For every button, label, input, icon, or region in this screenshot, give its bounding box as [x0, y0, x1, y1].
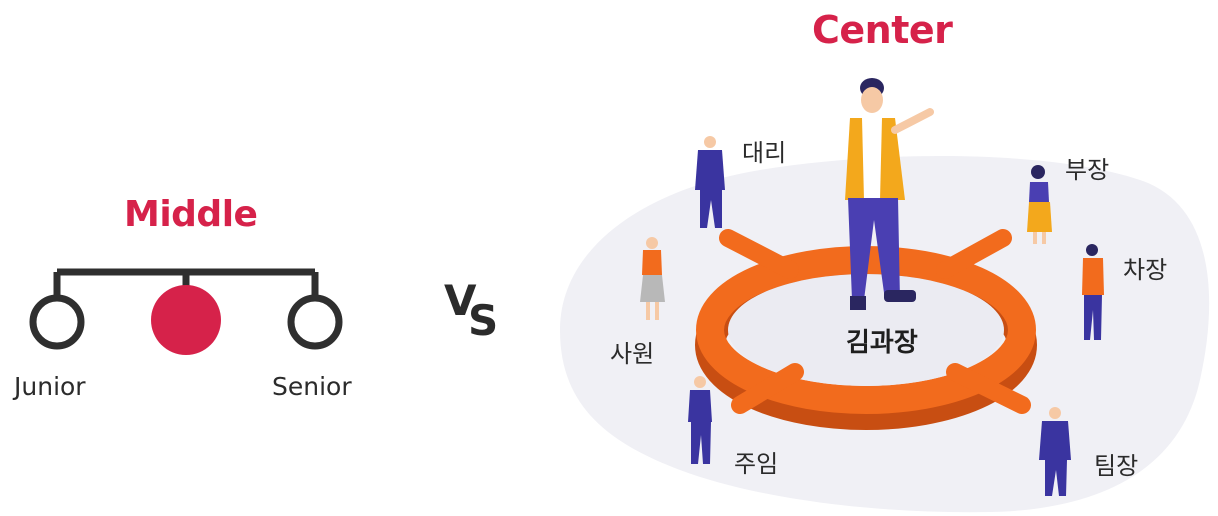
figure-timjang — [1039, 407, 1071, 496]
rank-daeri: 대리 — [742, 139, 787, 167]
figure-bujang — [1027, 165, 1052, 244]
orange-ring — [695, 229, 1037, 430]
middle-title: Middle — [124, 194, 258, 235]
figure-sawon — [640, 237, 665, 320]
rank-chajang: 차장 — [1123, 256, 1168, 284]
rank-timjang: 팀장 — [1094, 452, 1139, 480]
figure-daeri — [695, 136, 725, 228]
figure-chajang — [1082, 244, 1104, 340]
center-label: 김과장 — [846, 328, 918, 358]
rank-bujang: 부장 — [1065, 156, 1110, 184]
vs-s: S — [468, 296, 499, 345]
manager-figure — [845, 78, 934, 310]
senior-label: Senior — [272, 372, 352, 401]
figure-juim — [688, 376, 712, 464]
junior-label: Junior — [14, 372, 86, 401]
center-title: Center — [812, 8, 953, 52]
rank-sawon: 사원 — [610, 340, 655, 368]
junior-node — [29, 294, 85, 350]
vs-v: V — [444, 276, 477, 325]
middle-node — [151, 285, 221, 355]
senior-node — [287, 294, 343, 350]
vs-mark: V S — [444, 276, 514, 346]
rank-juim: 주임 — [734, 450, 779, 478]
